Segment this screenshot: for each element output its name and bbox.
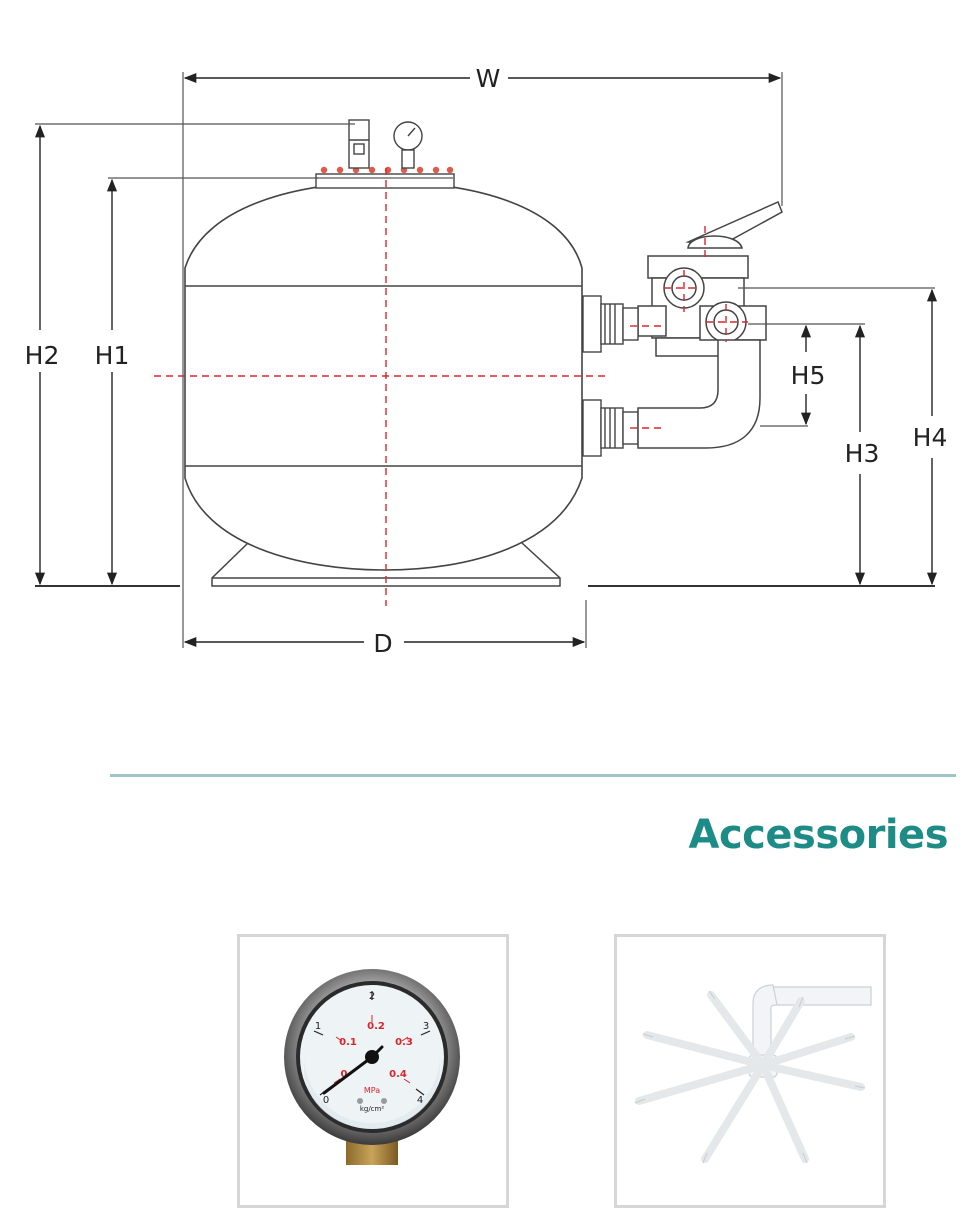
lateral-arms bbox=[635, 991, 865, 1163]
accessories-heading: Accessories bbox=[688, 812, 949, 858]
lower-union-connector bbox=[582, 399, 639, 457]
dim-label-h2: H2 bbox=[25, 341, 60, 370]
filter-dimension-diagram: W D H2 H1 H5 H3 H4 bbox=[25, 64, 948, 658]
dim-label-h5: H5 bbox=[791, 361, 826, 390]
accessory-card-lateral-hub[interactable] bbox=[614, 934, 886, 1208]
top-pressure-gauge bbox=[393, 121, 423, 169]
extension-lines bbox=[35, 72, 935, 648]
lateral-hub-image bbox=[634, 984, 872, 1164]
center-lines bbox=[154, 168, 748, 606]
gauge-mpa-tick-3: 0.3 bbox=[395, 1037, 413, 1048]
top-flange bbox=[315, 166, 455, 189]
gauge-kg-tick-1: 1 bbox=[315, 1021, 321, 1032]
gauge-kg-tick-2: 2 bbox=[369, 991, 375, 1002]
backwash-elbow-pipe bbox=[637, 339, 761, 449]
gauge-needle bbox=[322, 1055, 374, 1095]
gauge-mpa-tick-1: 0.1 bbox=[339, 1037, 357, 1048]
accessory-card-pressure-gauge[interactable]: 0 1 2 3 4 0 0.1 0.2 0.3 0.4 MPa kg/cm² bbox=[237, 934, 509, 1208]
gauge-mpa-tick-4: 0.4 bbox=[389, 1069, 407, 1080]
gauge-kg-tick-4: 4 bbox=[417, 1095, 423, 1106]
dimension-lines bbox=[34, 72, 938, 648]
dim-label-d: D bbox=[373, 629, 392, 658]
gauge-kg-unit: kg/cm² bbox=[360, 1105, 385, 1113]
dim-label-h4: H4 bbox=[913, 423, 948, 452]
dim-label-h3: H3 bbox=[845, 439, 880, 468]
upper-union-connector bbox=[582, 295, 639, 353]
multiport-valve bbox=[637, 200, 783, 357]
dim-label-h1: H1 bbox=[95, 341, 130, 370]
gauge-mpa-tick-0: 0 bbox=[341, 1069, 348, 1080]
gauge-kg-tick-3: 3 bbox=[423, 1021, 429, 1032]
gauge-kg-tick-0: 0 bbox=[323, 1095, 329, 1106]
air-relief-valve bbox=[348, 119, 370, 169]
gauge-mpa-tick-2: 0.2 bbox=[367, 1021, 385, 1032]
section-divider bbox=[110, 774, 956, 777]
dim-label-w: W bbox=[476, 64, 501, 93]
gauge-mpa-unit: MPa bbox=[364, 1086, 380, 1095]
pressure-gauge-image: 0 1 2 3 4 0 0.1 0.2 0.3 0.4 MPa kg/cm² bbox=[284, 969, 460, 1165]
